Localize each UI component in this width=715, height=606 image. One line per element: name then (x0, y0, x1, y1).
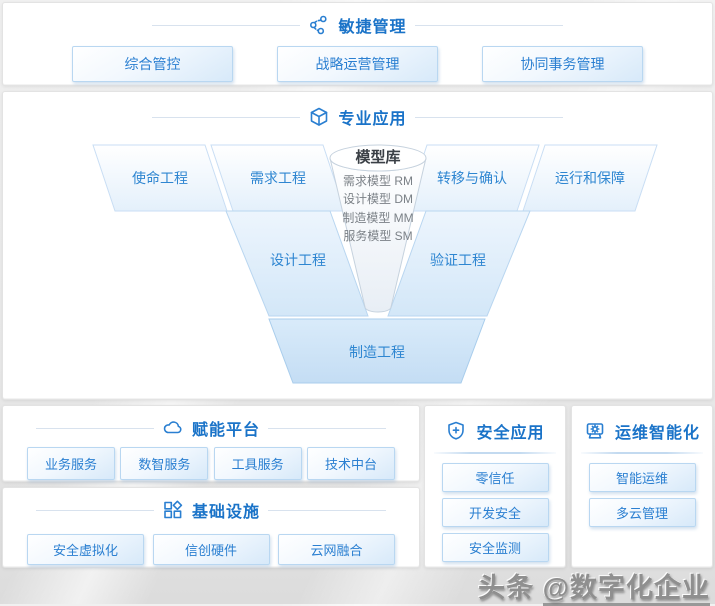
agile-btn-comprehensive-control[interactable]: 综合管控 (72, 46, 233, 82)
watermark-handle: @数字化企业 (542, 573, 710, 606)
vmodel-shape-operation[interactable] (522, 144, 658, 212)
security-btn-monitoring[interactable]: 安全监测 (441, 533, 549, 562)
security-title: 安全应用 (476, 425, 545, 442)
enable-btn-tool-services[interactable]: 工具服务 (213, 447, 302, 480)
divider-line (152, 24, 301, 26)
label-verification: 验证工程 (430, 252, 486, 268)
divider-line (268, 427, 386, 429)
infrastructure-buttons-row: 安全虚拟化 信创硬件 云网融合 (3, 534, 419, 565)
enablement-buttons-row: 业务服务 数智服务 工具服务 技术中台 (3, 447, 419, 480)
model-item-sm: 服务模型 SM (343, 228, 412, 243)
ops-btn-intelligent-ops[interactable]: 智能运维 (588, 463, 696, 492)
enable-btn-digital-services[interactable]: 数智服务 (120, 447, 209, 480)
security-buttons-col: 零信任 开发安全 安全监测 (425, 463, 565, 562)
divider-line (581, 452, 703, 454)
infra-btn-secure-virtualization[interactable]: 安全虚拟化 (27, 534, 144, 565)
blocks-icon (162, 499, 184, 521)
agile-panel: 敏捷管理 综合管控 战略运营管理 协同事务管理 (2, 2, 713, 86)
cube-icon (308, 106, 330, 128)
label-mission: 使命工程 (132, 170, 188, 186)
agile-buttons-row: 综合管控 战略运营管理 协同事务管理 (3, 46, 712, 82)
infra-btn-xinchuang-hardware[interactable]: 信创硬件 (152, 534, 270, 565)
infra-btn-cloud-network[interactable]: 云网融合 (278, 534, 395, 565)
agile-btn-collaborative-affairs[interactable]: 协同事务管理 (482, 46, 643, 82)
model-item-mm: 制造模型 MM (342, 211, 413, 225)
cloud-icon (162, 417, 184, 439)
ops-panel: 运维智能化 智能运维 多云管理 (571, 405, 713, 568)
divider-line (414, 24, 563, 26)
model-library-funnel-top (329, 144, 427, 172)
vmodel-shape-verification[interactable] (387, 210, 531, 317)
infrastructure-panel: 基础设施 安全虚拟化 信创硬件 云网融合 (2, 487, 420, 568)
security-header: 安全应用 (425, 419, 565, 443)
model-item-rm: 需求模型 RM (343, 174, 413, 188)
agile-btn-strategic-operation[interactable]: 战略运营管理 (277, 46, 438, 82)
label-transfer: 转移与确认 (437, 170, 507, 186)
ops-btn-multicloud[interactable]: 多云管理 (588, 498, 696, 527)
label-design: 设计工程 (270, 252, 326, 268)
ops-title: 运维智能化 (614, 425, 700, 442)
gear-device-icon (584, 420, 606, 442)
vmodel-diagram: 使命工程 需求工程 转移与确认 运行和保障 设计工程 验证工程 制造工程 模型库… (92, 144, 658, 384)
watermark-prefix: 头条 (478, 573, 543, 603)
share-nodes-icon (308, 14, 330, 36)
ops-buttons-col: 智能运维 多云管理 (572, 463, 712, 527)
divider-line (35, 427, 154, 429)
vmodel-shape-design[interactable] (225, 210, 369, 317)
label-operation: 运行和保障 (555, 170, 625, 186)
divider-line (268, 509, 386, 511)
professional-title: 专业应用 (338, 111, 407, 128)
security-panel: 安全应用 零信任 开发安全 安全监测 (424, 405, 566, 568)
divider-line (414, 116, 563, 118)
vmodel-shape-manufacturing[interactable] (268, 318, 486, 384)
model-library-title: 模型库 (355, 148, 400, 166)
security-btn-devsec[interactable]: 开发安全 (441, 498, 549, 527)
enablement-title: 赋能平台 (191, 422, 260, 439)
label-requirements: 需求工程 (250, 170, 306, 186)
agile-title: 敏捷管理 (338, 19, 407, 36)
agile-header: 敏捷管理 (3, 13, 712, 37)
shield-plus-icon (445, 420, 467, 442)
enablement-panel: 赋能平台 业务服务 数智服务 工具服务 技术中台 (2, 405, 420, 482)
infrastructure-header: 基础设施 (3, 498, 419, 522)
professional-panel: 专业应用 (2, 91, 713, 400)
professional-header: 专业应用 (3, 105, 712, 129)
divider-line (434, 452, 556, 454)
enable-btn-tech-platform[interactable]: 技术中台 (306, 447, 395, 480)
enablement-header: 赋能平台 (3, 416, 419, 440)
security-btn-zero-trust[interactable]: 零信任 (441, 463, 549, 492)
infrastructure-title: 基础设施 (191, 504, 260, 521)
divider-line (35, 509, 154, 511)
model-item-dm: 设计模型 DM (343, 192, 413, 206)
ops-header: 运维智能化 (572, 419, 712, 443)
divider-line (152, 116, 301, 118)
label-manufacturing: 制造工程 (349, 344, 405, 360)
watermark: 头条 @数字化企业 (478, 566, 710, 606)
enable-btn-business-services[interactable]: 业务服务 (27, 447, 115, 480)
